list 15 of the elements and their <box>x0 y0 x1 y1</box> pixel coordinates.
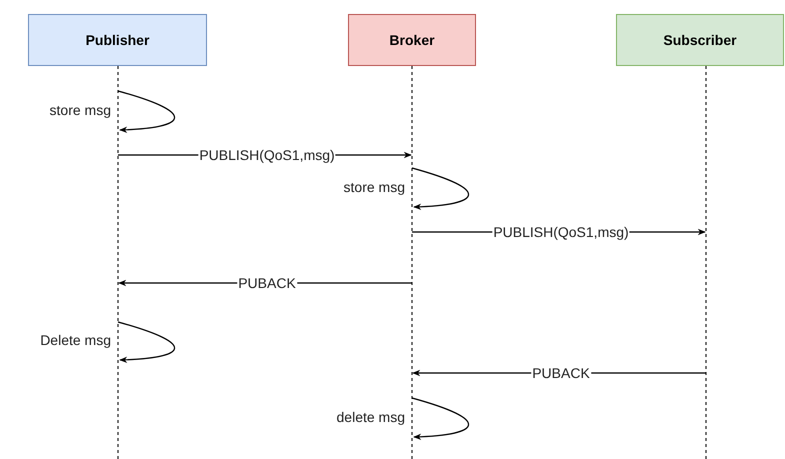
participant-box: Publisher <box>28 14 207 66</box>
edge-label: PUBLISH(QoS1,msg) <box>492 224 630 240</box>
edge-label: PUBLISH(QoS1,msg) <box>198 147 336 163</box>
self-loop-arrow <box>118 321 175 363</box>
self-loop-arrow <box>412 397 469 440</box>
edge-label: PUBACK <box>237 275 297 291</box>
edge-label: store msg <box>50 102 111 118</box>
edge-label: PUBACK <box>531 365 591 381</box>
self-loop-arrow <box>412 167 469 210</box>
participant-box: Broker <box>348 14 476 66</box>
edge-label: delete msg <box>336 408 405 424</box>
edge-label: store msg <box>344 178 405 194</box>
self-loop-arrow <box>118 90 175 133</box>
participant-box: Subscriber <box>616 14 784 66</box>
edge-label: Delete msg <box>40 332 111 348</box>
